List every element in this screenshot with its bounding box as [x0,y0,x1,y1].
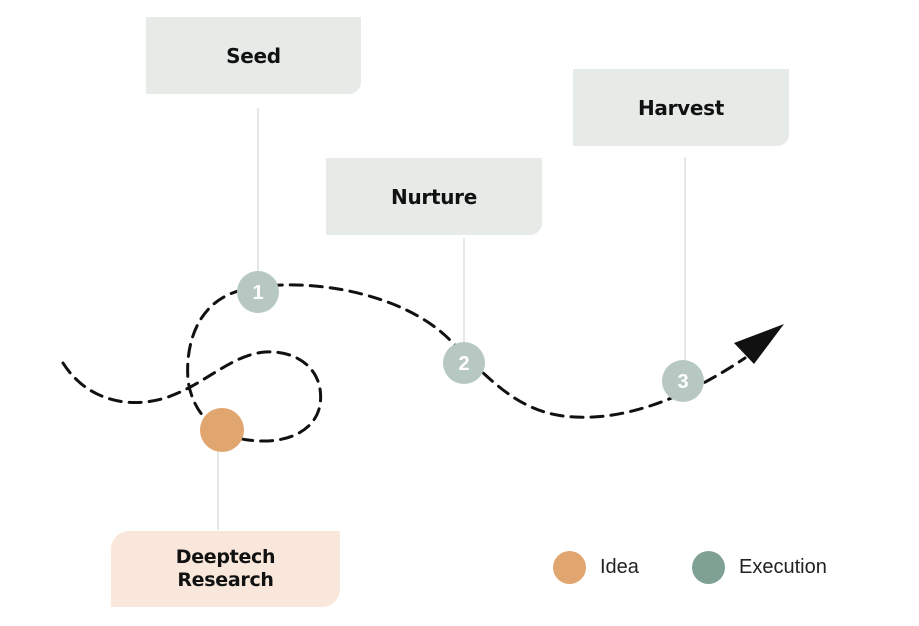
legend-item-idea: Idea [553,551,639,584]
stage-label-harvest: Harvest [637,95,725,120]
idea-marker [200,408,244,452]
stage-label-nurture: Nurture [391,184,477,209]
legend-execution-label: Execution [739,556,827,578]
stage-label-seed: Seed [226,43,281,68]
stage-box-nurture: Nurture [326,158,542,235]
idea-label-line2: Research [177,569,274,591]
arrowhead [734,324,784,364]
legend-idea-swatch [553,551,586,584]
idea-box: Deeptech Research [111,531,340,607]
journey-path [61,283,747,443]
legend-item-execution: Execution [692,551,827,584]
stage-marker-3-number: 3 [677,371,688,393]
stage-box-seed: Seed [146,17,361,94]
stage-marker-2: 2 [443,342,485,384]
idea-label-line1: Deeptech [175,546,276,568]
legend-execution-swatch [692,551,725,584]
stage-marker-2-number: 2 [458,353,469,375]
stage-marker-3: 3 [662,360,704,402]
stage-marker-1: 1 [237,271,279,313]
legend-idea-label: Idea [600,556,639,578]
stage-box-harvest: Harvest [573,69,789,146]
stage-marker-1-number: 1 [252,282,263,304]
